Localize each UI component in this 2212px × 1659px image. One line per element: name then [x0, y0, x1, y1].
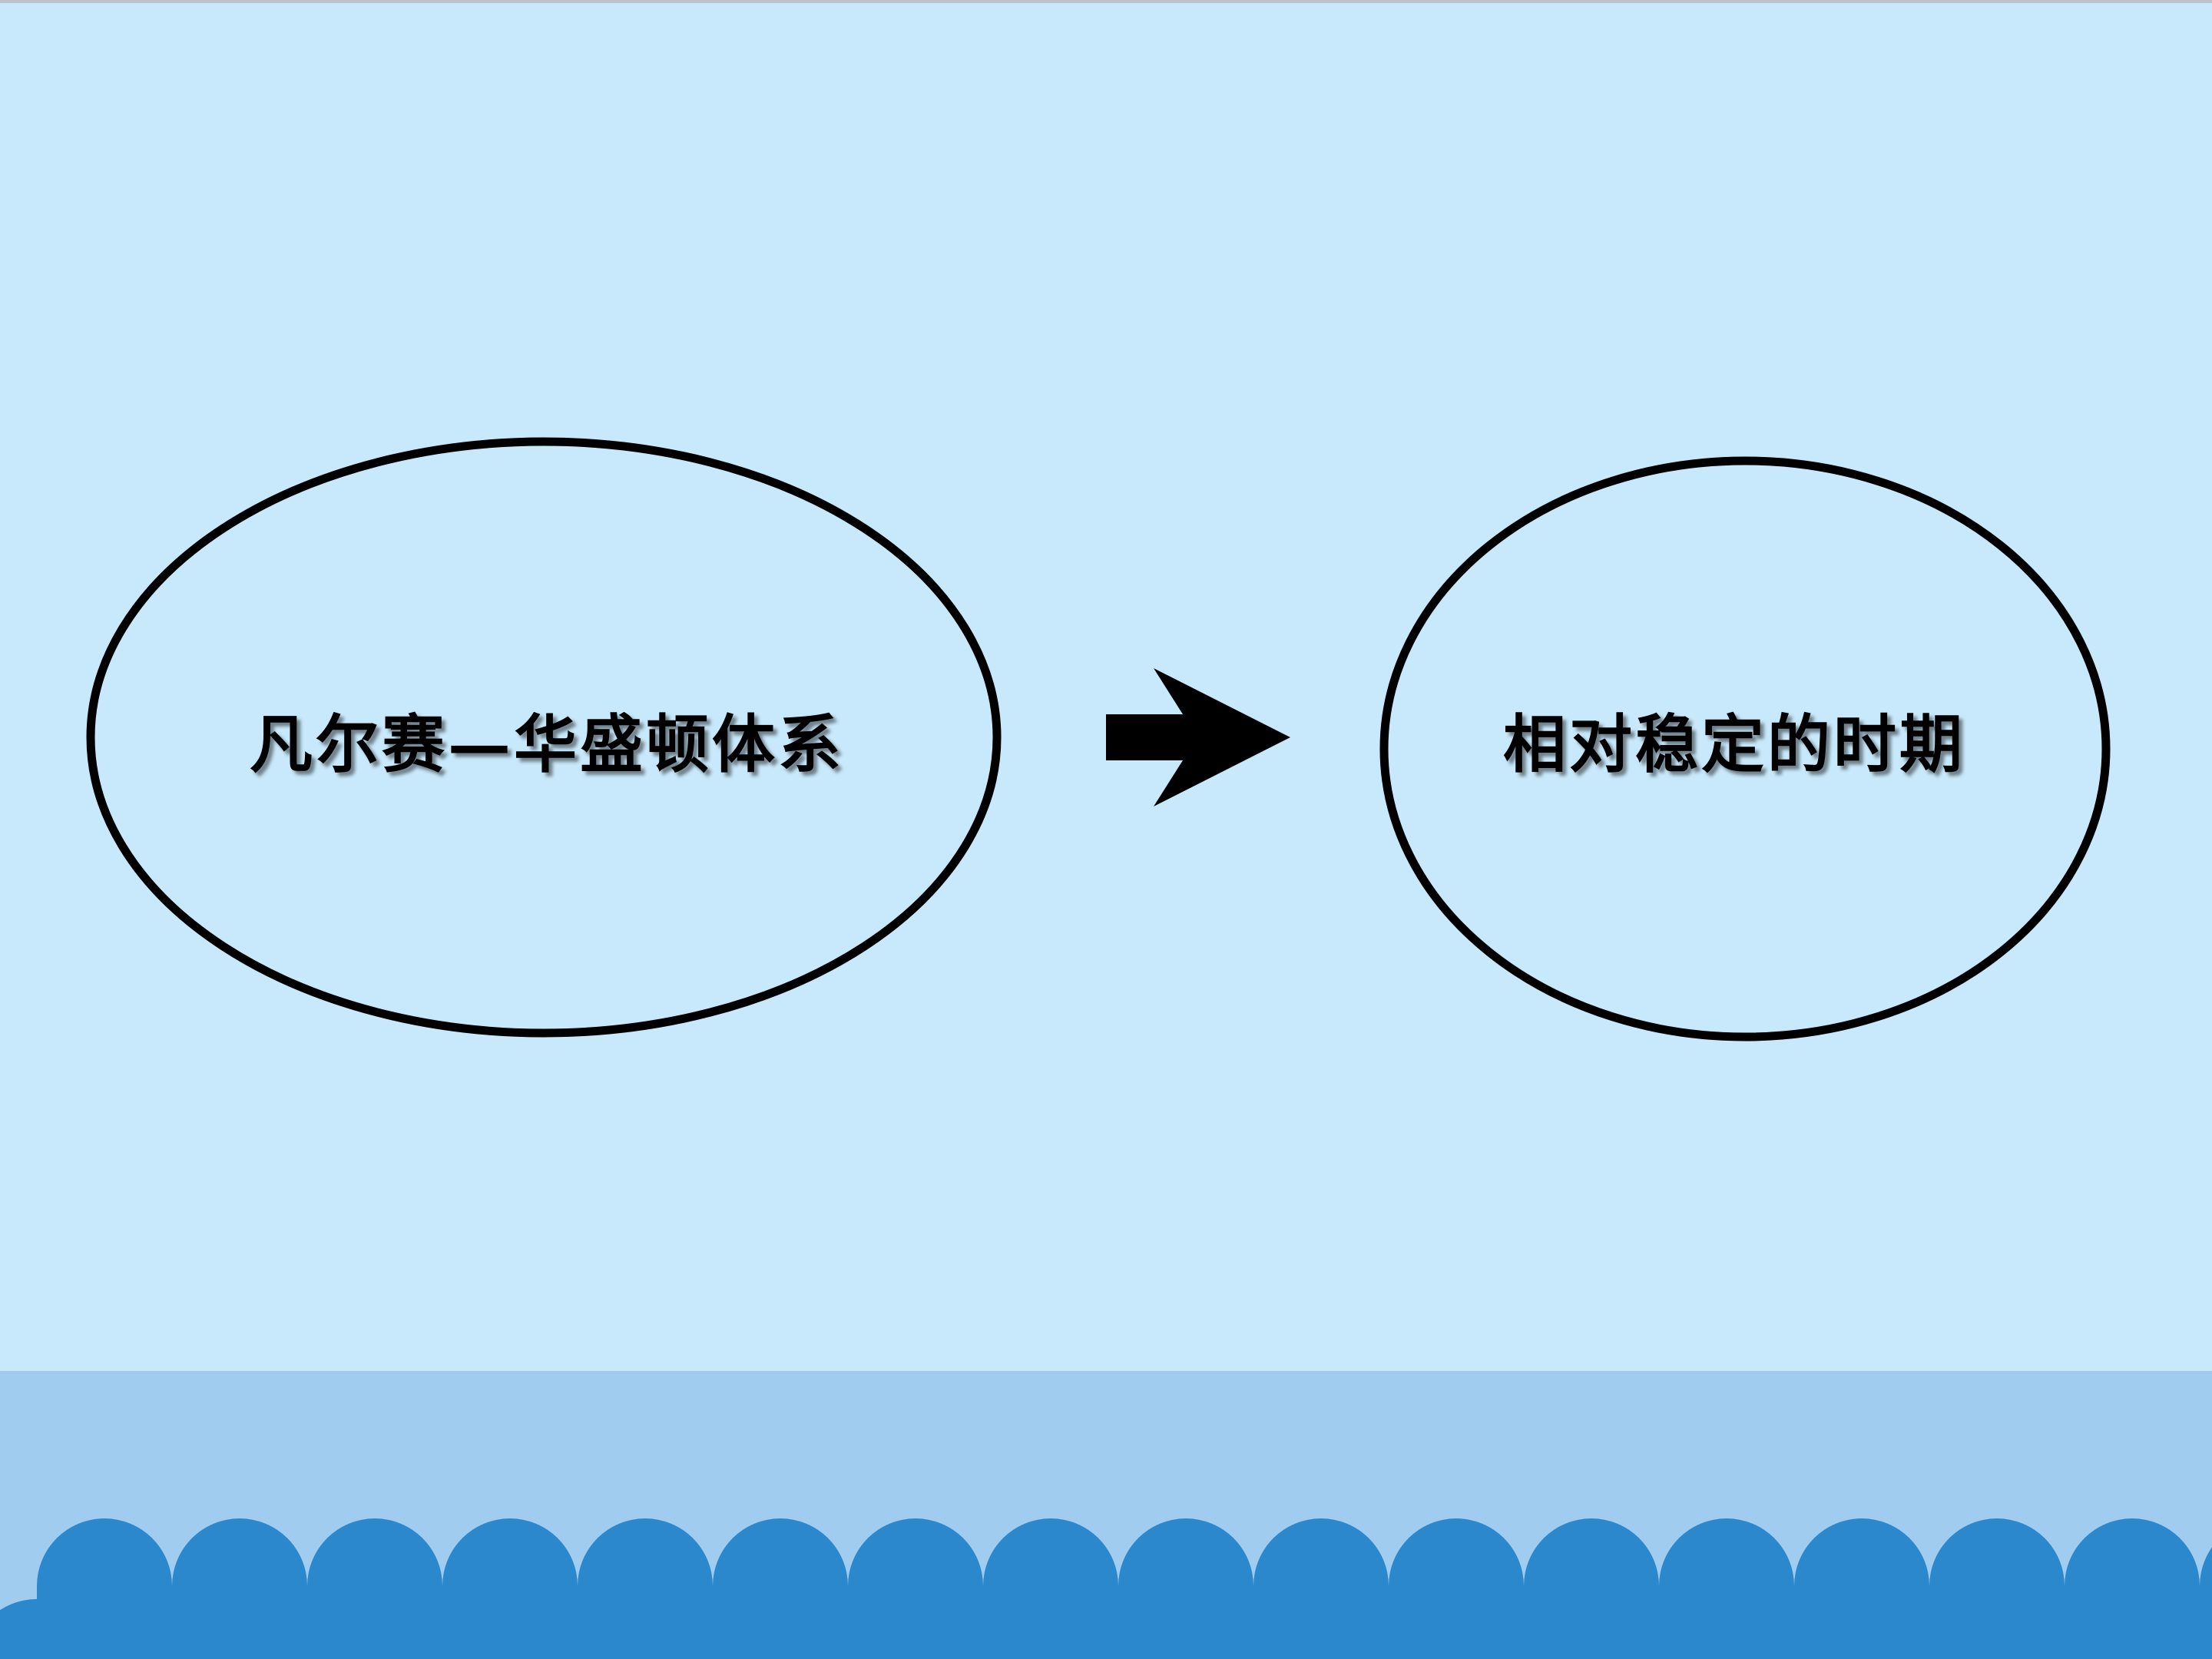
wave-scallop: [1186, 1599, 1321, 1659]
wave-scallop: [1051, 1599, 1186, 1659]
wave-scallop: [510, 1599, 645, 1659]
wave-scallop: [1727, 1599, 1862, 1659]
wave-scallop: [375, 1599, 510, 1659]
wave-scallop: [780, 1599, 916, 1659]
wave-scallop: [645, 1599, 780, 1659]
wave-scallop: [916, 1599, 1051, 1659]
top-rule: [0, 0, 2212, 3]
wave-scallop: [104, 1599, 240, 1659]
node-right-ellipse: [1379, 456, 2111, 1041]
wave-scallop: [1997, 1599, 2132, 1659]
node-right-label: 相对稳定的时期: [1502, 707, 1966, 782]
wave-scallop: [1591, 1599, 1727, 1659]
wave-scallop: [2132, 1599, 2212, 1659]
wave-scallop: [1456, 1599, 1591, 1659]
wave-decoration: [0, 1518, 2212, 1659]
wave-scallop: [1321, 1599, 1456, 1659]
wave-scallop: [240, 1599, 375, 1659]
edge-arrow: [1106, 668, 1290, 806]
node-left-ellipse: [86, 437, 1002, 1038]
wave-row-bottom: [0, 1599, 2212, 1659]
wave-scallop: [1862, 1599, 1997, 1659]
diagram-canvas: [86, 437, 2111, 1041]
node-left-label: 凡尔赛—华盛顿体系: [249, 707, 845, 782]
wave-scallop: [0, 1599, 104, 1659]
